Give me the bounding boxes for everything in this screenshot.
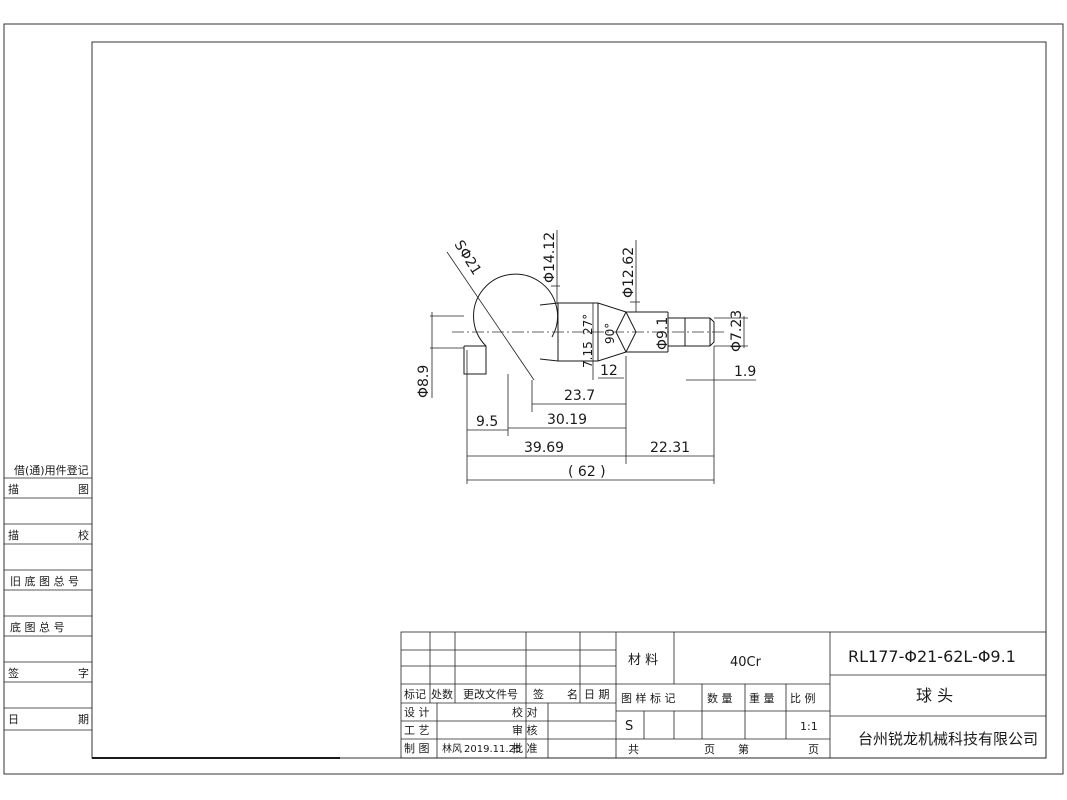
tb-draw-date: 2019.11.25 <box>464 744 521 755</box>
side-row1-left: 描 <box>8 482 19 496</box>
tb-material: 40Cr <box>730 655 762 670</box>
side-table <box>4 477 92 731</box>
dim-d723: Φ7.23 <box>729 310 745 352</box>
dim-3969: 39.69 <box>524 440 564 456</box>
dim-237: 23.7 <box>564 388 595 404</box>
dim-12: 12 <box>600 363 618 379</box>
tb-proofread: 校 对 <box>512 705 538 719</box>
tb-sign: 签 <box>533 687 544 701</box>
tb-total: 共 <box>628 743 639 756</box>
tb-stage: S <box>625 719 633 734</box>
dim-d91: Φ9.1 <box>655 317 671 350</box>
dim-sphere: SΦ21 <box>451 238 485 278</box>
tb-approve: 批 准 <box>512 741 538 755</box>
side-row6-right: 期 <box>78 713 89 726</box>
tb-drawer-name: 林风 <box>442 742 462 755</box>
side-row5-left: 签 <box>8 666 19 680</box>
tb-part-name: 球 头 <box>916 686 953 705</box>
tb-company: 台州锐龙机械科技有限公司 <box>858 730 1038 748</box>
dim-d1262: Φ12.62 <box>621 247 637 298</box>
tb-quantity: 数 量 <box>707 692 733 705</box>
tb-number: 第 <box>738 742 749 756</box>
side-row2-right: 校 <box>78 528 89 542</box>
side-row2-left: 描 <box>8 528 19 542</box>
dim-3019: 30.19 <box>547 412 587 428</box>
tb-change-doc: 更改文件号 <box>463 687 518 701</box>
side-row1-right: 图 <box>78 483 89 496</box>
tb-page: 页 <box>704 743 715 756</box>
tb-scale: 1:1 <box>800 720 818 733</box>
tb-design: 设 计 <box>404 706 430 719</box>
dim-taper: 27° <box>581 314 595 335</box>
side-row3: 旧 底 图 总 号 <box>10 574 79 588</box>
dim-angle90: 90° <box>603 323 617 344</box>
tb-date: 日 期 <box>584 688 610 701</box>
tb-scale-label: 比 例 <box>790 691 816 705</box>
dim-d89: Φ8.9 <box>416 365 432 398</box>
title-block-grid <box>400 631 1047 759</box>
tb-review: 审 核 <box>512 723 538 737</box>
side-row5-right: 字 <box>78 666 89 680</box>
dim-2231: 22.31 <box>650 440 690 456</box>
tb-material-label: 材 料 <box>628 653 658 668</box>
tb-weight: 重 量 <box>749 691 775 705</box>
tb-drawing-no: RL177-Φ21-62L-Φ9.1 <box>848 647 1016 666</box>
dim-d1412: Φ14.12 <box>542 232 558 283</box>
dim-95: 9.5 <box>476 414 498 430</box>
dim-715: 7.15 <box>581 341 595 368</box>
tb-name: 名 <box>567 687 578 701</box>
tb-count: 处数 <box>431 688 453 701</box>
side-row4: 底 图 总 号 <box>10 620 65 634</box>
tb-sample-mark: 图 样 标 记 <box>621 691 676 705</box>
tb-page2: 页 <box>808 743 819 756</box>
side-header: 借(通)用件登记 <box>14 463 89 477</box>
outer-frame <box>3 23 1064 775</box>
tb-mark: 标记 <box>404 687 426 701</box>
side-row6-left: 日 <box>8 713 19 726</box>
dim-62: ( 62 ) <box>568 464 606 480</box>
dimension-lines <box>430 230 756 484</box>
tb-process: 工 艺 <box>404 724 430 737</box>
tb-draw: 制 图 <box>404 742 430 755</box>
dim-19: 1.9 <box>734 364 756 380</box>
